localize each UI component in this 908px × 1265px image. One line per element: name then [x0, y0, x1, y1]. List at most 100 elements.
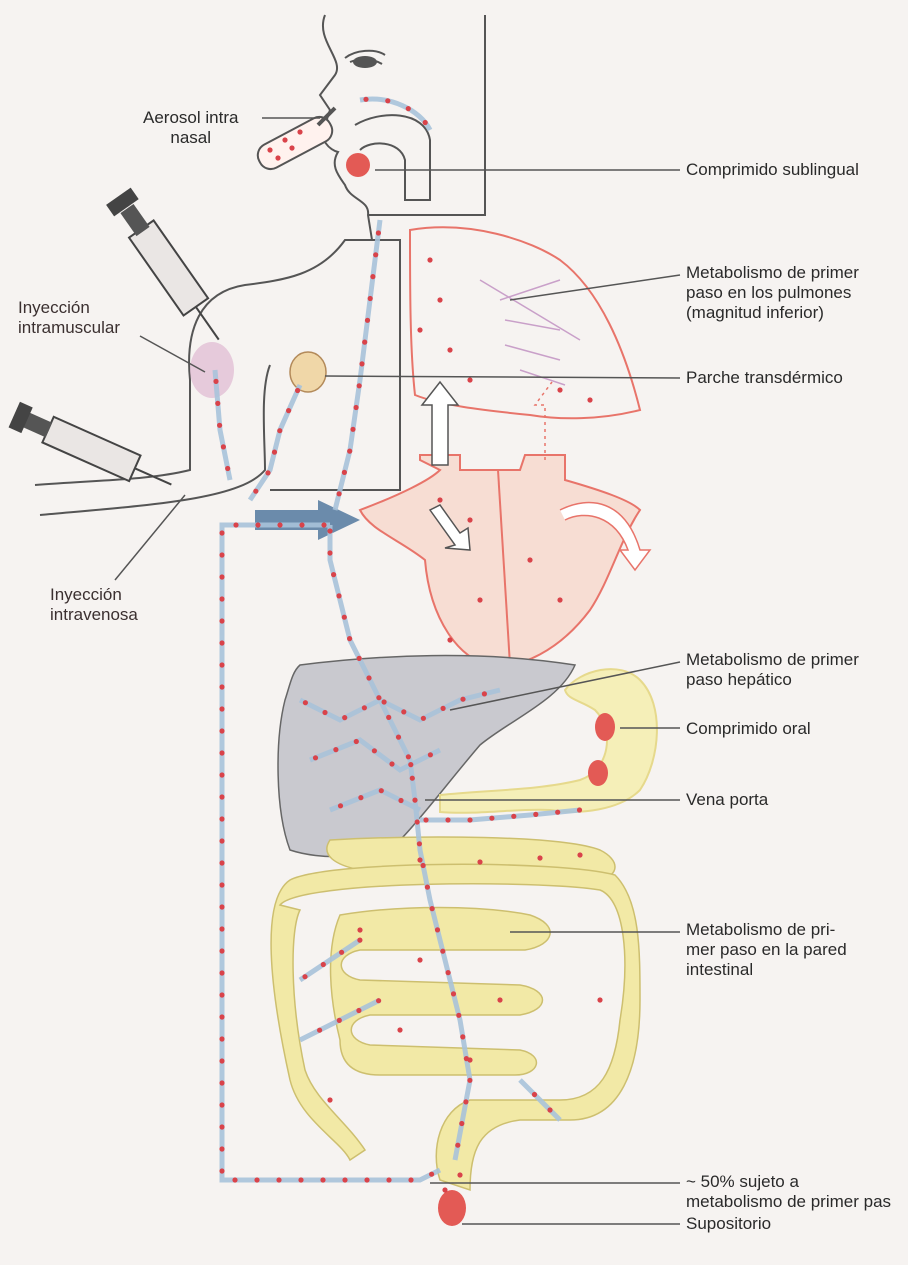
drug-particle: [339, 950, 344, 955]
label-nasal-aerosol: Aerosol intra nasal: [143, 108, 238, 148]
drug-particle: [467, 1057, 472, 1062]
label-line: paso hepático: [686, 670, 859, 690]
drug-particle: [219, 992, 224, 997]
drug-particle: [313, 755, 318, 760]
im-injection-site: [190, 342, 234, 398]
drug-particle: [511, 814, 516, 819]
label-line: Inyección: [50, 585, 138, 605]
label-hepatic-metabolism: Metabolismo de primer paso hepático: [686, 650, 859, 690]
drug-particle: [277, 428, 282, 433]
drug-particle: [423, 817, 428, 822]
drug-particle: [219, 1058, 224, 1063]
drug-particle: [467, 377, 472, 382]
syringe-intravenous-icon: [9, 402, 178, 498]
drug-particle: [321, 522, 326, 527]
drug-particle: [455, 1143, 460, 1148]
drug-particle: [421, 716, 426, 721]
drug-particle: [338, 803, 343, 808]
head-outline: [320, 15, 485, 240]
eye-icon: [353, 56, 377, 68]
drug-particle: [435, 927, 440, 932]
drug-particle: [233, 522, 238, 527]
drug-particle: [320, 1177, 325, 1182]
drug-particle: [232, 1177, 237, 1182]
label-line: intestinal: [686, 960, 847, 980]
drug-particle: [336, 593, 341, 598]
drug-particle: [347, 636, 352, 641]
drug-particle: [219, 640, 224, 645]
transdermal-patch: [290, 352, 326, 392]
drug-particle: [428, 752, 433, 757]
drug-particle: [350, 427, 355, 432]
label-line: Metabolismo de primer: [686, 263, 859, 283]
label-im-injection: Inyección intramuscular: [18, 298, 120, 338]
drug-particle: [430, 906, 435, 911]
drug-particle: [362, 705, 367, 710]
drug-particle: [219, 1080, 224, 1085]
drug-particle: [331, 572, 336, 577]
drug-particle: [587, 397, 592, 402]
drug-particle: [219, 816, 224, 821]
drug-particle: [267, 147, 272, 152]
drug-particle: [297, 129, 302, 134]
drug-particle: [219, 970, 224, 975]
drug-particle: [417, 327, 422, 332]
drug-particle: [219, 882, 224, 887]
label-intestinal-metabolism: Metabolismo de pri- mer paso en la pared…: [686, 920, 847, 980]
drug-particle: [219, 552, 224, 557]
label-sublingual: Comprimido sublingual: [686, 160, 859, 180]
drug-particle: [408, 762, 413, 767]
drug-particle: [406, 106, 411, 111]
suppository-icon: [438, 1190, 466, 1226]
drug-particle: [408, 1177, 413, 1182]
drug-particle: [460, 697, 465, 702]
drug-particle: [376, 230, 381, 235]
drug-particle: [376, 998, 381, 1003]
drug-particle: [365, 318, 370, 323]
drug-particle: [555, 810, 560, 815]
drug-particle: [219, 1014, 224, 1019]
drug-particle: [254, 1177, 259, 1182]
label-line: Parche transdérmico: [686, 368, 843, 388]
drug-particle: [527, 557, 532, 562]
drug-particle: [389, 761, 394, 766]
drug-particle: [537, 855, 542, 860]
drug-particle: [457, 1172, 462, 1177]
drug-particle: [219, 1168, 224, 1173]
drug-particle: [342, 470, 347, 475]
drug-particle: [219, 706, 224, 711]
drug-particle: [366, 675, 371, 680]
drug-particle: [359, 361, 364, 366]
drug-particle: [342, 615, 347, 620]
drug-particle: [347, 449, 352, 454]
drug-particle: [357, 383, 362, 388]
drug-particle: [286, 408, 291, 413]
drug-particle: [357, 927, 362, 932]
drug-particle: [373, 252, 378, 257]
label-line: Supositorio: [686, 1214, 771, 1234]
drug-particle: [213, 379, 218, 384]
label-rectal-fraction: ~ 50% sujeto a metabolismo de primer pas: [686, 1172, 891, 1212]
syringe-intramuscular-icon: [106, 188, 231, 349]
drug-particle: [385, 98, 390, 103]
oral-tablet-icon: [588, 760, 608, 786]
drug-particle: [557, 597, 562, 602]
drug-particle: [423, 120, 428, 125]
drug-particle: [401, 709, 406, 714]
drug-particle: [272, 450, 277, 455]
drug-particle: [219, 772, 224, 777]
label-portal-vein: Vena porta: [686, 790, 768, 810]
drug-particle: [467, 517, 472, 522]
drug-particle: [440, 949, 445, 954]
drug-particle: [357, 938, 362, 943]
drug-particle: [342, 715, 347, 720]
label-iv-injection: Inyección intravenosa: [50, 585, 138, 625]
drug-particle: [437, 297, 442, 302]
label-line: Inyección: [18, 298, 120, 318]
drug-particle: [417, 957, 422, 962]
drug-particle: [265, 470, 270, 475]
drug-particle: [442, 1187, 447, 1192]
drug-particle: [427, 257, 432, 262]
drug-particle: [398, 798, 403, 803]
drug-particle: [597, 997, 602, 1002]
